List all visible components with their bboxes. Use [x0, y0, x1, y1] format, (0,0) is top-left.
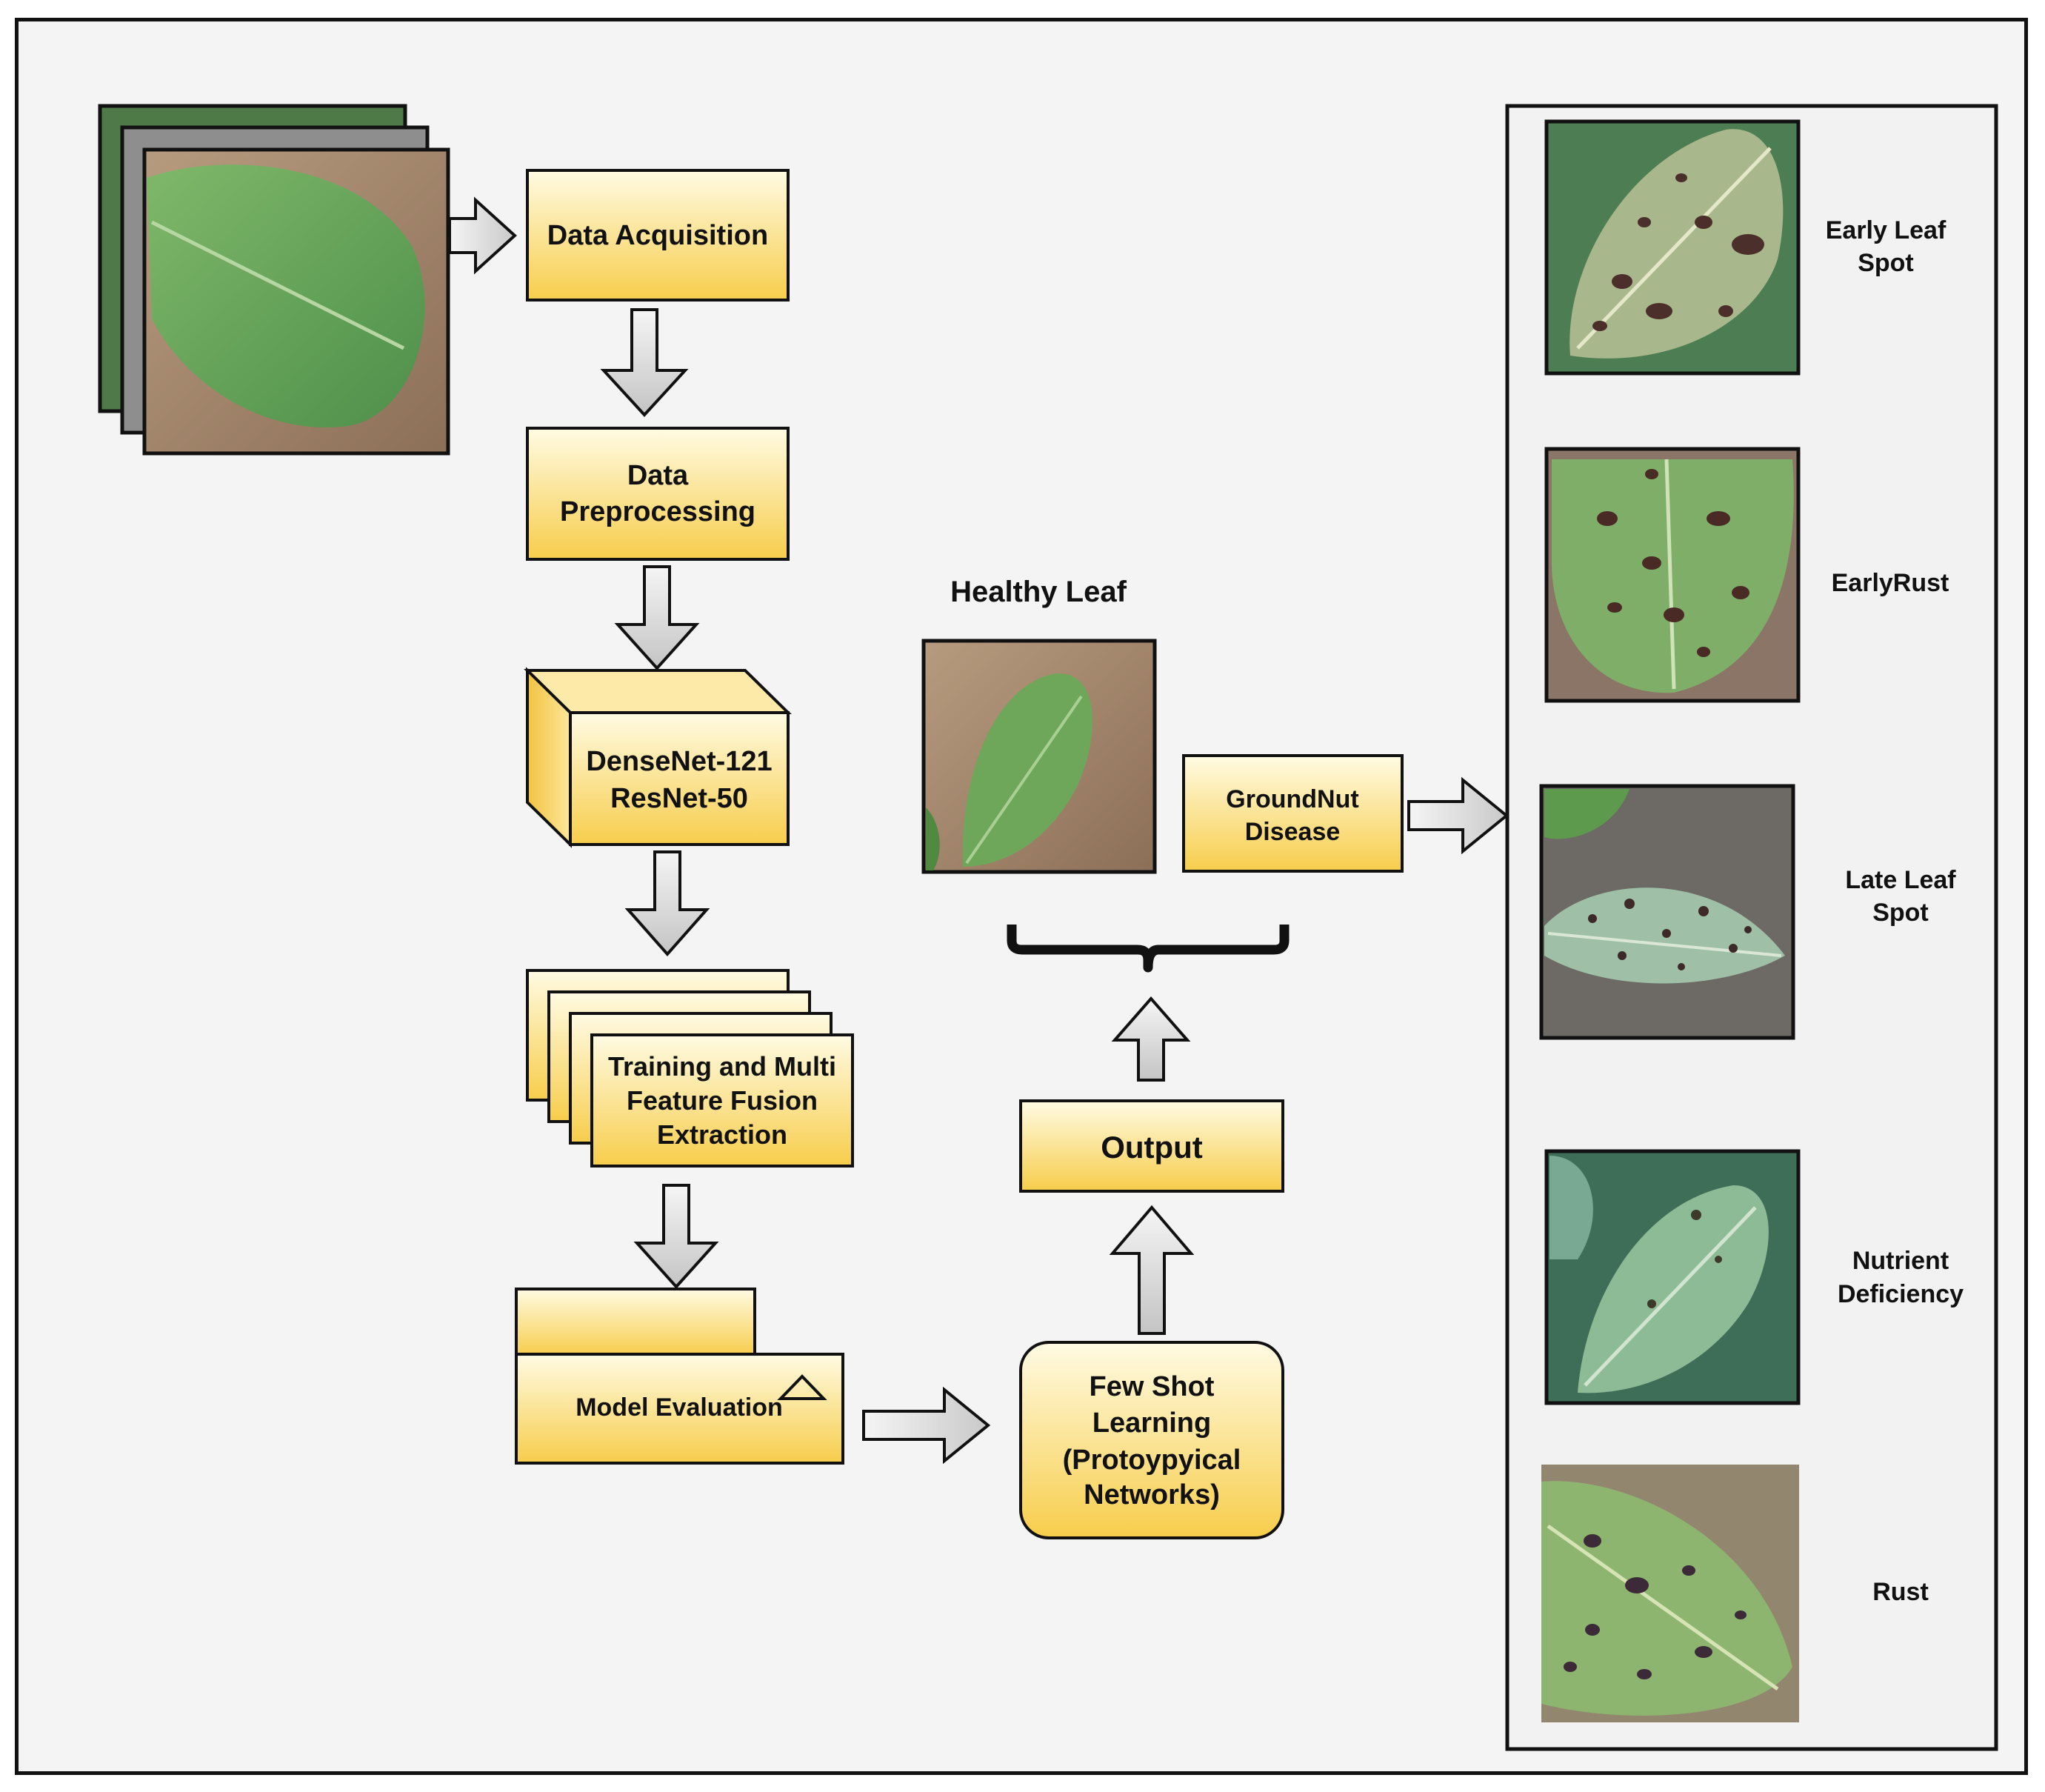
arrow-down-4 [633, 1184, 719, 1289]
disease-image-late-leaf-spot [1539, 784, 1795, 1040]
training-box: Training and Multi Feature Fusion Extrac… [526, 969, 854, 1168]
few-shot-box: Few Shot Learning (Protoypyical Networks… [1019, 1341, 1284, 1539]
disease-label-early-leaf-spot-line2: Spot [1858, 249, 1914, 277]
disease-image-early-leaf-spot [1544, 119, 1801, 376]
disease-label-early-leaf-spot-line1: Early Leaf [1826, 216, 1946, 244]
few-shot-label-line1: Few Shot [1090, 1371, 1215, 1402]
arrow-to-disease-panel [1407, 776, 1509, 855]
disease-image-rust [1541, 1465, 1799, 1722]
backbone-box: DenseNet-121 ResNet-50 [524, 667, 792, 848]
data-preprocessing-box: Data Preprocessing [526, 427, 790, 561]
data-acquisition-label: Data Acquisition [547, 220, 768, 251]
curly-brace [1007, 925, 1290, 973]
disease-label-late-leaf-spot-line2: Spot [1872, 899, 1929, 927]
training-label-line3: Extraction [657, 1119, 787, 1150]
healthy-leaf-label: Healthy Leaf [950, 576, 1127, 608]
disease-image-nutrient-deficiency [1544, 1149, 1801, 1405]
training-label-line2: Feature Fusion [627, 1085, 818, 1116]
disease-label-rust: Rust [1872, 1578, 1929, 1606]
arrow-to-few-shot [862, 1386, 991, 1465]
backbone-label-line1: DenseNet-121 [586, 746, 772, 777]
output-label: Output [1101, 1130, 1203, 1165]
groundnut-disease-label-line1: GroundNut [1226, 785, 1358, 813]
arrow-up-1 [1109, 1205, 1195, 1335]
disease-image-early-rust [1544, 447, 1801, 703]
training-label-line1: Training and Multi [608, 1051, 836, 1082]
arrow-down-1 [600, 308, 689, 417]
groundnut-disease-label-line2: Disease [1245, 818, 1341, 846]
output-box: Output [1019, 1099, 1284, 1193]
few-shot-label-line3: (Protoypyical [1063, 1445, 1241, 1476]
arrow-up-2 [1111, 996, 1191, 1082]
data-preprocessing-label-line2: Preprocessing [560, 496, 755, 527]
model-evaluation-label: Model Evaluation [576, 1393, 783, 1422]
triangle-icon [777, 1374, 827, 1400]
data-acquisition-box: Data Acquisition [526, 169, 790, 302]
disease-label-early-rust: EarlyRust [1832, 569, 1949, 597]
arrow-down-2 [614, 565, 700, 670]
model-evaluation-box: Model Evaluation [515, 1288, 844, 1465]
groundnut-disease-box: GroundNut Disease [1182, 754, 1404, 873]
arrow-down-3 [624, 850, 710, 957]
backbone-label-line2: ResNet-50 [610, 783, 748, 814]
disease-label-nutrient-deficiency-line1: Nutrient [1852, 1247, 1949, 1275]
input-leaf-image [142, 147, 450, 456]
arrow-to-acquisition [448, 196, 517, 275]
healthy-leaf-image [921, 639, 1157, 874]
disease-label-nutrient-deficiency-line2: Deficiency [1838, 1280, 1964, 1308]
few-shot-label-line2: Learning [1092, 1408, 1211, 1439]
input-image-stack [98, 104, 450, 456]
disease-label-late-leaf-spot-line1: Late Leaf [1845, 866, 1956, 894]
data-preprocessing-label-line1: Data [627, 460, 689, 491]
few-shot-label-line4: Networks) [1084, 1479, 1220, 1510]
